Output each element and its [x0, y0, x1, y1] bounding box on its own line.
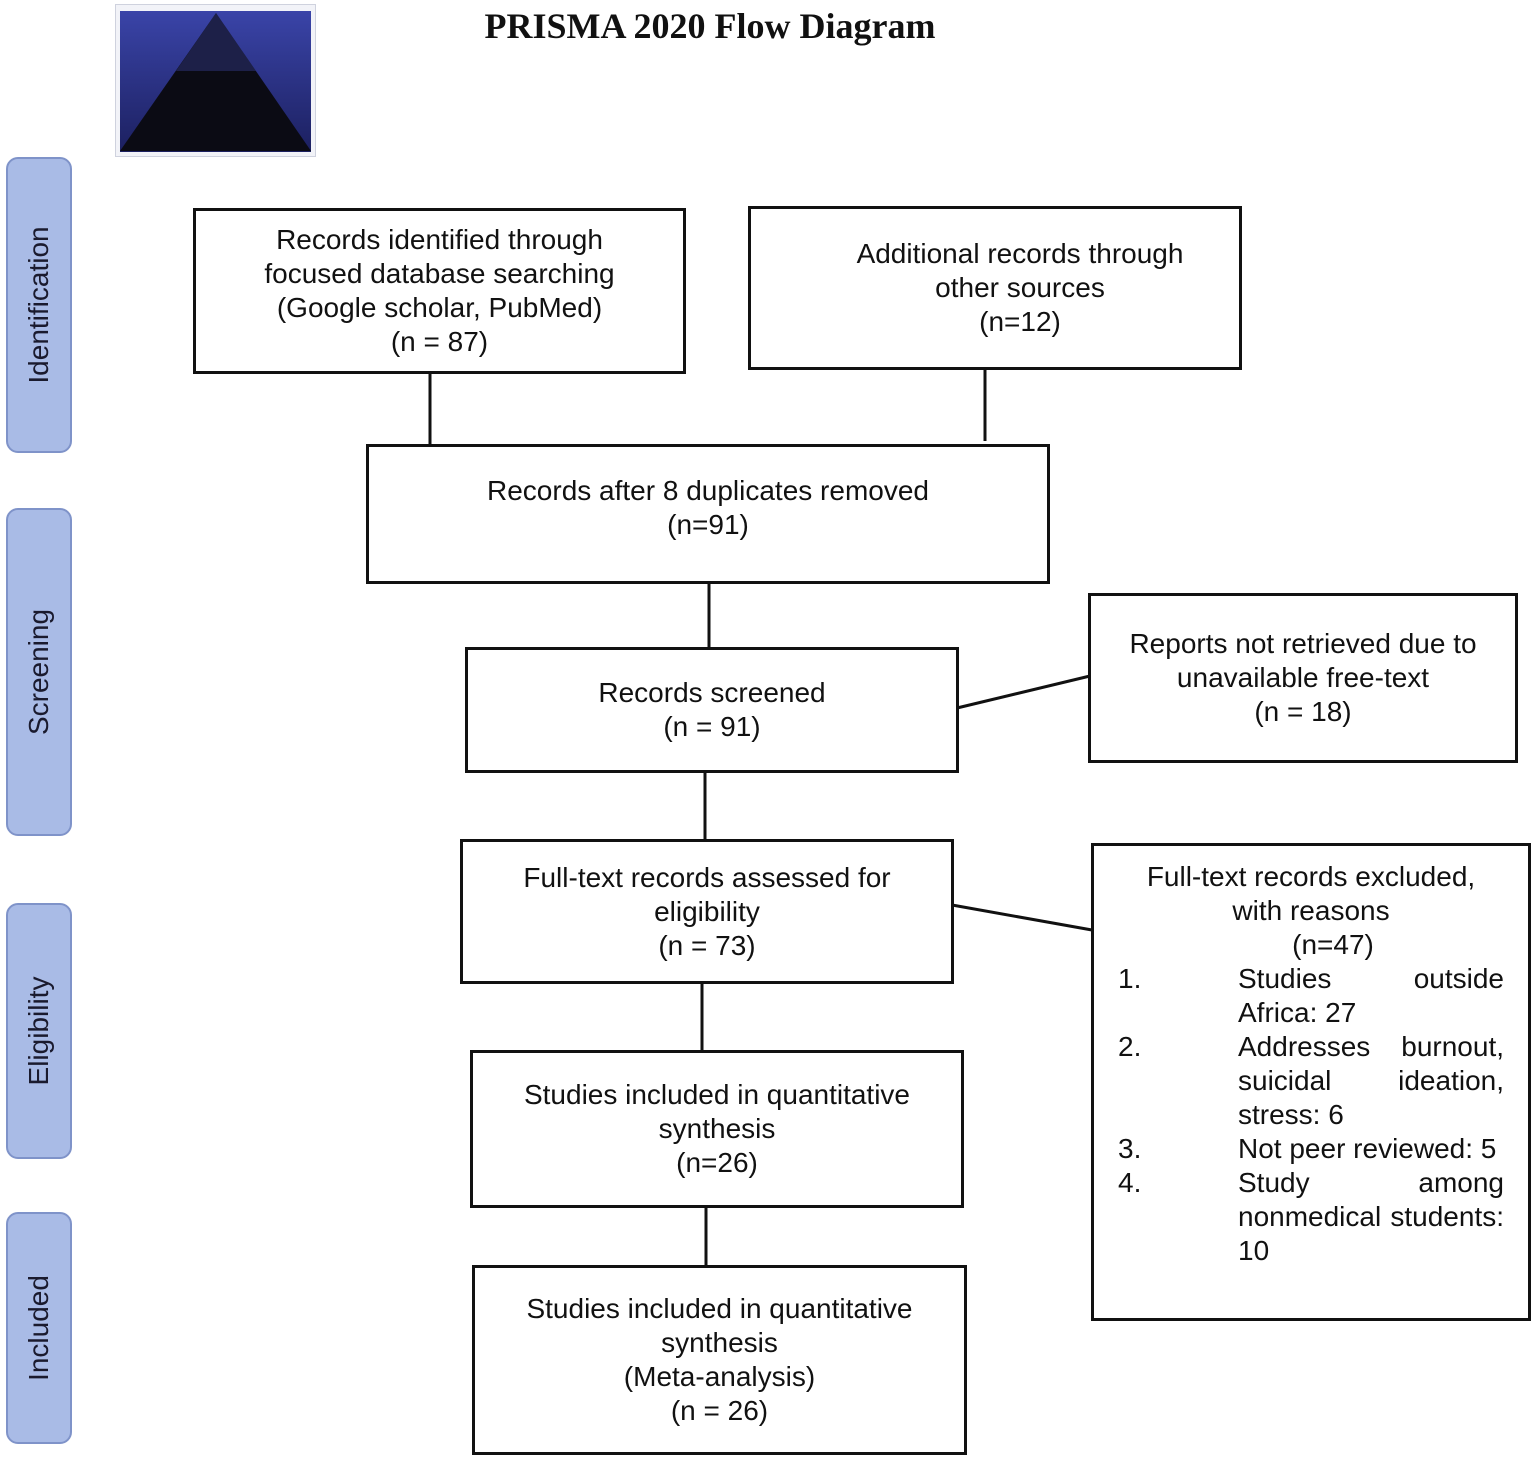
- box-line: synthesis: [661, 1327, 778, 1358]
- box-fulltext-excluded: Full-text records excluded, with reasons…: [1091, 843, 1531, 1321]
- excluded-heading: Full-text records excluded,: [1146, 861, 1476, 892]
- excluded-count: (n=47): [1292, 929, 1374, 960]
- stage-eligibility: Eligibility: [6, 903, 72, 1159]
- excluded-heading: with reasons: [1232, 895, 1390, 926]
- exclusion-reason-text: Studies outside Africa: 27: [1238, 963, 1504, 1028]
- exclusion-reason-text: Study among nonmedical students: 10: [1238, 1167, 1504, 1266]
- box-line: (Google scholar, PubMed): [276, 292, 603, 323]
- box-line: Studies included in quantitative: [523, 1079, 911, 1110]
- box-duplicates-removed: Records after 8 duplicates removed (n=91…: [366, 444, 1050, 584]
- box-line: synthesis: [658, 1113, 776, 1144]
- exclusion-reason-text: Addresses burnout, suicidal ideation, st…: [1238, 1031, 1504, 1130]
- box-line: Full-text records assessed for: [523, 861, 891, 893]
- stage-identification-label: Identification: [23, 226, 54, 384]
- box-line: Records identified through: [276, 224, 603, 255]
- exclusion-reason-number: 2.: [1118, 1031, 1142, 1062]
- exclusion-reason-number: 3.: [1118, 1133, 1142, 1164]
- box-line: (n=12): [979, 306, 1061, 337]
- box-line: (n = 26): [670, 1395, 769, 1426]
- box-line: unavailable free-text: [1176, 662, 1430, 693]
- box-records-screened: Records screened (n = 91): [465, 647, 959, 773]
- box-line: (n=26): [676, 1147, 758, 1178]
- exclusion-reason: 4. Study among nonmedical students: 10: [1094, 1166, 1528, 1268]
- stage-eligibility-label: Eligibility: [23, 976, 54, 1086]
- exclusion-reason-number: 4.: [1118, 1167, 1142, 1198]
- connector-screened-to-not-retrieved: [956, 674, 1091, 710]
- box-line: Reports not retrieved due to: [1129, 628, 1477, 659]
- exclusion-reason: 1. Studies outside Africa: 27: [1094, 962, 1528, 1030]
- box-line: eligibility: [654, 895, 760, 927]
- box-fulltext-assessed: Full-text records assessed for eligibili…: [460, 839, 954, 984]
- box-other-sources: Additional records through other sources…: [748, 206, 1242, 370]
- connector-fulltext-to-excluded: [951, 903, 1093, 932]
- box-line: other sources: [935, 272, 1105, 303]
- box-meta-analysis: Studies included in quantitative synthes…: [472, 1265, 967, 1455]
- stage-included-label: Included: [23, 1275, 54, 1381]
- box-not-retrieved: Reports not retrieved due to unavailable…: [1088, 593, 1518, 763]
- stage-screening: Screening: [6, 508, 72, 836]
- exclusion-reason: 3. Not peer reviewed: 5: [1094, 1132, 1528, 1166]
- stage-included: Included: [6, 1212, 72, 1444]
- box-line: (Meta-analysis): [623, 1361, 816, 1392]
- stage-identification: Identification: [6, 157, 72, 453]
- box-line: Records screened: [598, 677, 826, 708]
- stage-screening-label: Screening: [23, 608, 54, 736]
- box-line: Additional records through: [856, 238, 1184, 269]
- box-line: focused database searching: [264, 258, 615, 289]
- box-line: (n = 18): [1254, 696, 1352, 727]
- exclusion-reason-text: Not peer reviewed: 5: [1238, 1133, 1497, 1164]
- box-line: Studies included in quantitative: [526, 1293, 913, 1324]
- exclusion-reason: 2. Addresses burnout, suicidal ideation,…: [1094, 1030, 1528, 1132]
- box-database-records: Records identified through focused datab…: [193, 208, 686, 374]
- page-title: PRISMA 2020 Flow Diagram: [484, 6, 936, 46]
- prisma-logo: [115, 4, 316, 157]
- box-line: (n = 91): [663, 711, 761, 742]
- exclusion-reason-number: 1.: [1118, 963, 1142, 994]
- box-line: (n=91): [667, 509, 749, 540]
- box-quantitative-synthesis: Studies included in quantitative synthes…: [470, 1050, 964, 1208]
- box-line: (n = 73): [658, 929, 756, 961]
- box-line: (n = 87): [390, 326, 489, 357]
- box-line: Records after 8 duplicates removed: [487, 475, 929, 506]
